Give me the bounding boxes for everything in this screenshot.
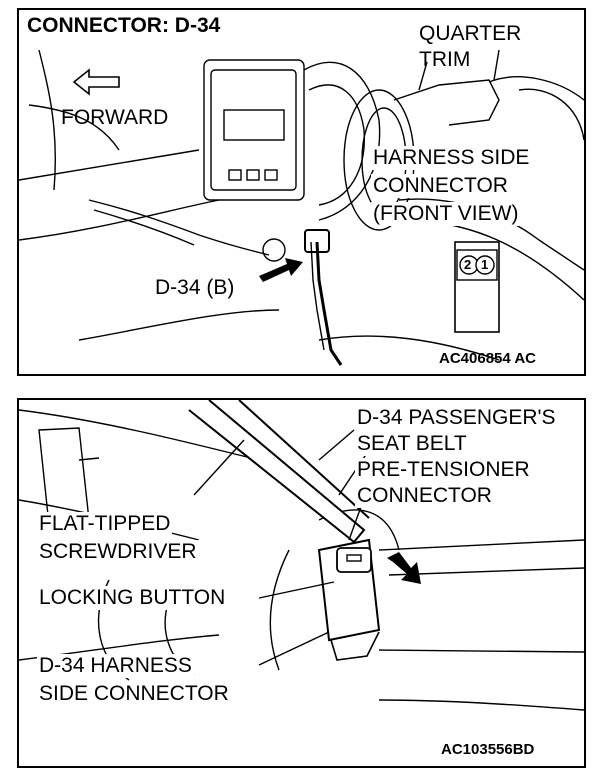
harness-connector-label-line2: SIDE CONNECTOR	[37, 682, 231, 706]
top-illustration-panel: CONNECTOR: D-34 QUARTER TRIM FORWARD HAR…	[17, 8, 586, 376]
bottom-illustration-panel: D-34 PASSENGER'S SEAT BELT PRE-TENSIONER…	[17, 398, 586, 768]
bottom-figure-code: AC103556BD	[441, 741, 535, 758]
locking-button-label: LOCKING BUTTON	[37, 586, 228, 610]
quarter-trim-label-line2: TRIM	[419, 48, 471, 71]
passenger-connector-label-line3: PRE-TENSIONER	[355, 458, 532, 482]
bottom-line-drawing	[19, 400, 584, 711]
harness-side-label-line2: CONNECTOR	[371, 174, 510, 198]
connector-title: CONNECTOR: D-34	[27, 14, 221, 37]
harness-side-label-line1: HARNESS SIDE	[371, 146, 532, 170]
passenger-connector-label-line2: SEAT BELT	[355, 432, 469, 456]
connector-pin-2: 2	[464, 257, 472, 272]
top-figure-code: AC406854 AC	[439, 350, 536, 367]
forward-label: FORWARD	[61, 106, 169, 129]
screwdriver-label-line1: FLAT-TIPPED	[37, 512, 173, 536]
quarter-trim-label-line1: QUARTER	[419, 22, 522, 45]
passenger-connector-label-line4: CONNECTOR	[355, 484, 494, 508]
connector-pin-1: 1	[481, 257, 489, 272]
d34b-label: D-34 (B)	[153, 276, 237, 300]
passenger-connector-label-line1: D-34 PASSENGER'S	[355, 406, 558, 430]
screwdriver-label-line2: SCREWDRIVER	[37, 540, 199, 564]
harness-side-label-line3: (FRONT VIEW)	[371, 202, 521, 226]
harness-connector-label-line1: D-34 HARNESS	[37, 654, 194, 678]
